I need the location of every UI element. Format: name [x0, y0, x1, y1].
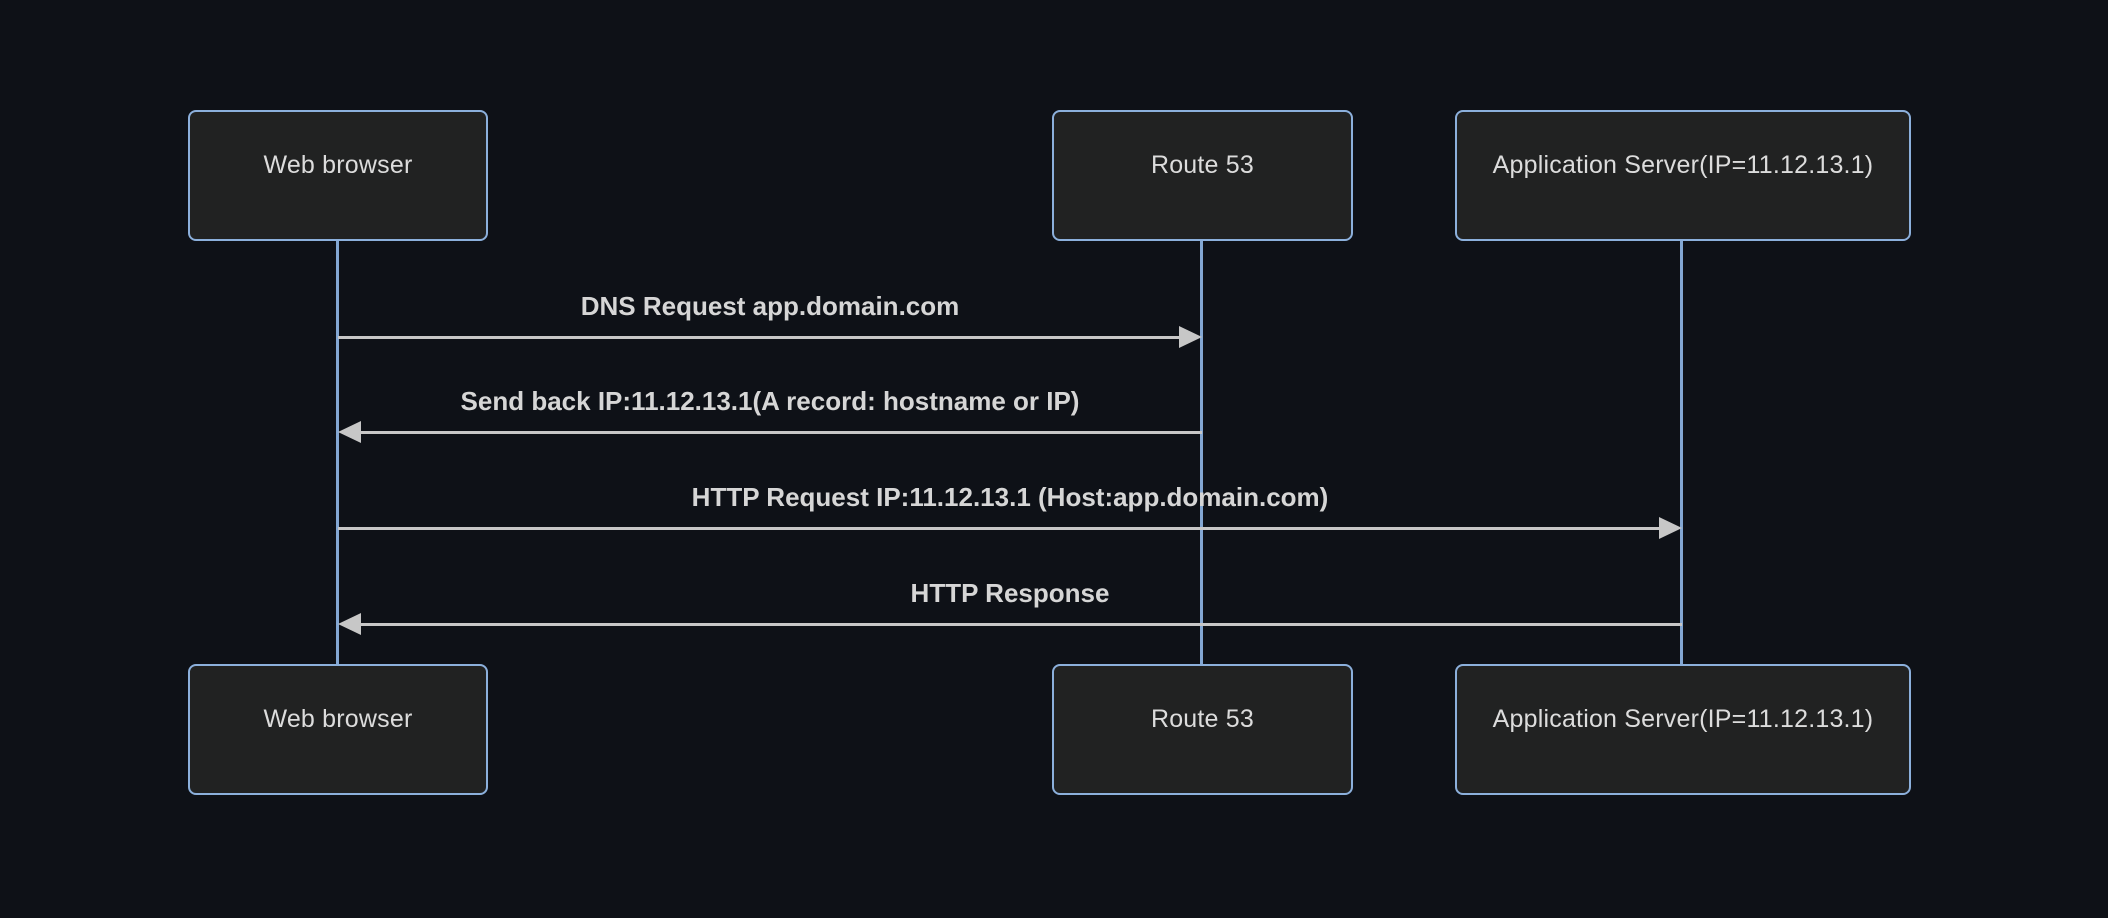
actor-web-browser-top: Web browser: [188, 110, 488, 241]
actor-route53-bottom: Route 53: [1052, 664, 1353, 795]
arrow-right-icon: [1659, 517, 1682, 539]
arrow-left-icon: [338, 421, 361, 443]
message-line-send-back-ip: [344, 431, 1202, 434]
lifeline-web-browser: [336, 241, 339, 665]
message-line-http-response: [344, 623, 1682, 626]
message-label-http-response: HTTP Response: [910, 578, 1110, 608]
message-label-send-back-ip: Send back IP:11.12.13.1(A record: hostna…: [460, 386, 1080, 416]
message-label-dns-request: DNS Request app.domain.com: [580, 291, 960, 321]
actor-label: Route 53: [1150, 705, 1255, 733]
arrow-right-icon: [1179, 326, 1202, 348]
actor-label: Web browser: [263, 151, 413, 179]
message-label-http-request: HTTP Request IP:11.12.13.1 (Host:app.dom…: [691, 482, 1329, 512]
actor-label: Route 53: [1150, 151, 1255, 179]
actor-web-browser-bottom: Web browser: [188, 664, 488, 795]
actor-app-server-bottom: Application Server(IP=11.12.13.1): [1455, 664, 1911, 795]
lifeline-route53: [1200, 241, 1203, 665]
actor-route53-top: Route 53: [1052, 110, 1353, 241]
actor-label: Web browser: [263, 705, 413, 733]
arrow-left-icon: [338, 613, 361, 635]
message-line-http-request: [338, 527, 1676, 530]
actor-app-server-top: Application Server(IP=11.12.13.1): [1455, 110, 1911, 241]
message-line-dns-request: [338, 336, 1196, 339]
actor-label: Application Server(IP=11.12.13.1): [1492, 705, 1874, 733]
lifeline-app-server: [1680, 241, 1683, 665]
actor-label: Application Server(IP=11.12.13.1): [1492, 151, 1874, 179]
